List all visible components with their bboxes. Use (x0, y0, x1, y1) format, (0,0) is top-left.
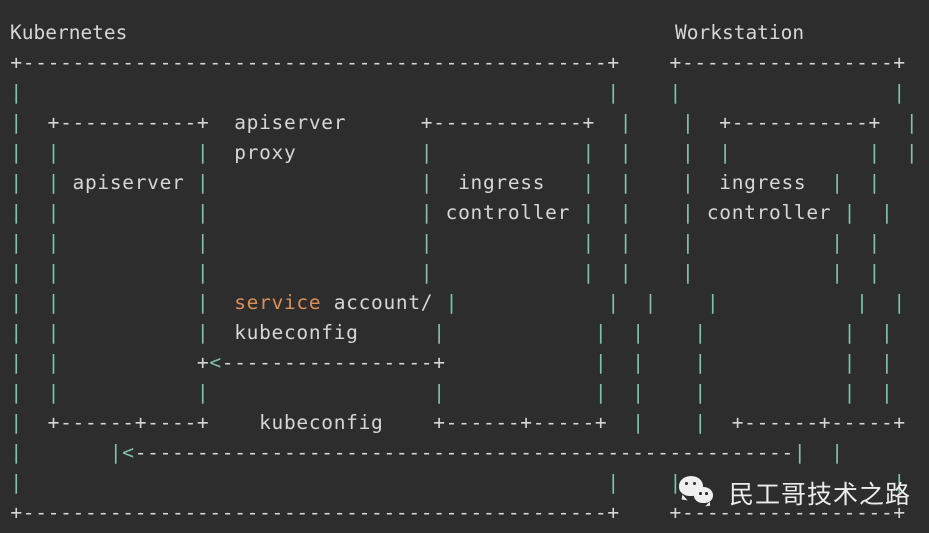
ascii-row: | +-----------+ apiserver +------------+… (10, 111, 918, 134)
wechat-icon (678, 476, 719, 510)
ascii-row: +---------------------------------------… (10, 51, 906, 74)
ascii-row: | |<------------------------------------… (10, 441, 843, 464)
ascii-row: | | | | (10, 471, 906, 494)
heading-workstation: Workstation (675, 21, 805, 44)
ascii-row: | | apiserver | | ingress | | | ingress … (10, 171, 881, 194)
ascii-row: | | | proxy | | | | | | | (10, 141, 918, 164)
ascii-row: +---------------------------------------… (10, 501, 906, 524)
ascii-row: | | | kubeconfig | | | | | | (10, 321, 893, 344)
ascii-row: | | | | | | | | | (10, 261, 881, 284)
ascii-row: | +------+----+ kubeconfig +------+-----… (10, 411, 906, 434)
ascii-row: | | | | controller | | | controller | | (10, 201, 893, 224)
watermark: 民工哥技术之路 (678, 475, 911, 511)
ascii-row: | | | service account/ | | | | | | (10, 291, 906, 314)
ascii-row: | | | | | | | | | (10, 231, 881, 254)
ascii-row: | | | | (10, 81, 906, 104)
heading-kubernetes: Kubernetes (10, 21, 128, 44)
ascii-row: | | +<-----------------+ | | | | | (10, 351, 893, 374)
watermark-text: 民工哥技术之路 (728, 480, 911, 509)
ascii-row: | | | | | | | | | (10, 381, 893, 404)
